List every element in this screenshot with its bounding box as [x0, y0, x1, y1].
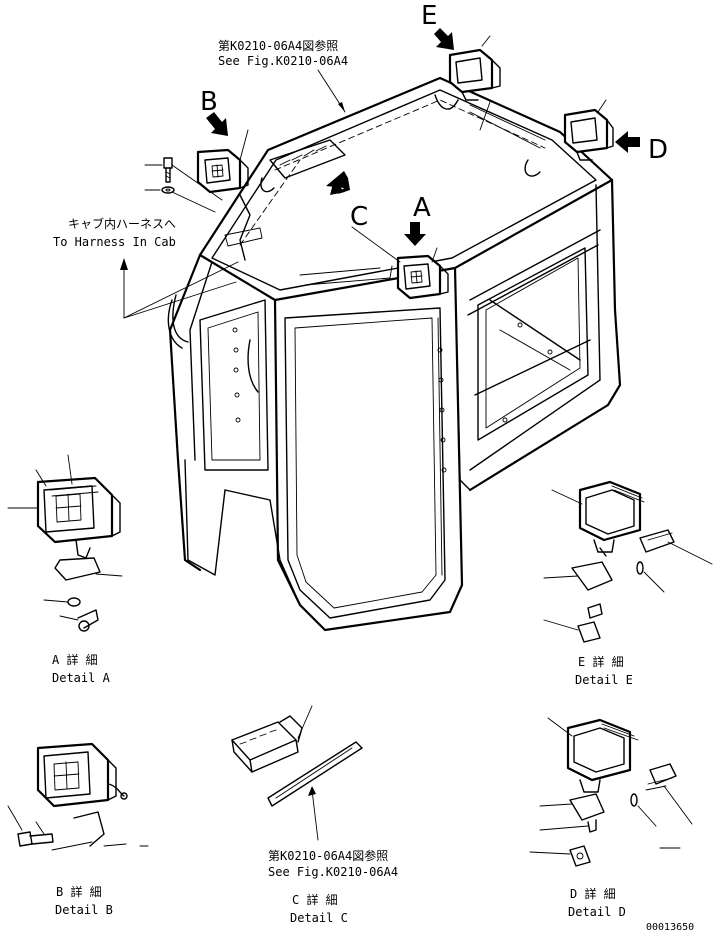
detail-c-en: Detail C — [290, 911, 348, 925]
detail-e-jp: E 詳 細 — [578, 654, 624, 669]
cab-frame — [167, 76, 622, 632]
arrow-d-icon — [615, 131, 640, 153]
detail-e-drawing — [543, 480, 713, 643]
work-lamp-d — [563, 108, 614, 161]
ref-bottom-en: See Fig.K0210-06A4 — [268, 865, 398, 879]
view-letter-b: B — [200, 87, 218, 117]
ref-bottom-jp: 第K0210-06A4図参照 — [268, 848, 388, 863]
work-lamp-e — [448, 48, 501, 101]
arrow-a-icon — [404, 222, 426, 246]
view-letter-a: A — [413, 193, 431, 223]
detail-a-en: Detail A — [52, 671, 111, 685]
harness-en: To Harness In Cab — [53, 235, 176, 249]
view-letter-e: E — [421, 1, 437, 31]
detail-c-jp: C 詳 細 — [292, 892, 338, 907]
detail-c-drawing — [231, 705, 363, 841]
detail-a-jp: A 詳 細 — [52, 652, 98, 667]
bolt-icon — [163, 157, 173, 183]
detail-d-en: Detail D — [568, 905, 626, 919]
detail-a-drawing — [7, 454, 123, 632]
detail-e-en: Detail E — [575, 673, 633, 687]
detail-b-en: Detail B — [55, 903, 113, 917]
work-lamp-b — [196, 148, 249, 194]
detail-d-drawing — [529, 717, 693, 867]
view-letter-d: D — [648, 135, 668, 165]
arrow-b-icon — [206, 112, 228, 136]
work-lamp-a — [396, 254, 449, 300]
detail-b-drawing — [7, 742, 149, 851]
view-letter-c: C — [350, 202, 368, 232]
arrow-c-icon — [326, 171, 350, 195]
ref-top-jp: 第K0210-06A4図参照 — [218, 38, 338, 53]
detail-b-jp: B 詳 細 — [56, 884, 102, 899]
detail-d-jp: D 詳 細 — [570, 886, 616, 901]
ref-top-en: See Fig.K0210-06A4 — [218, 54, 348, 68]
harness-jp: キャブ内ハーネスへ — [68, 216, 176, 231]
washer-icon — [161, 186, 175, 194]
figure-number: 00013650 — [646, 922, 694, 933]
arrow-e-icon — [434, 28, 454, 50]
